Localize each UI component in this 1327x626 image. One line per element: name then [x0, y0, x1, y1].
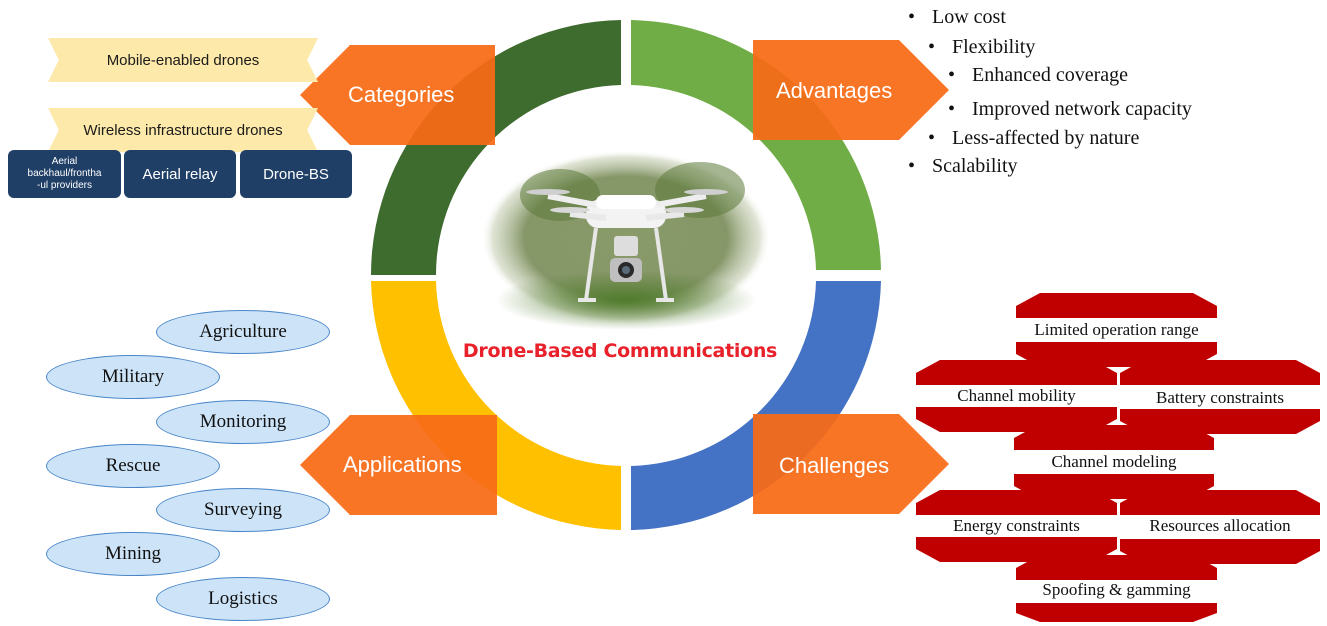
category-box-drone-bs: Drone-BS [240, 150, 352, 198]
challenge-channel-mobility: Channel mobility [957, 386, 1076, 405]
application-monitoring: Monitoring [156, 400, 330, 444]
applications-arrow [300, 415, 497, 515]
application-surveying: Surveying [156, 488, 330, 532]
category-box-aerial-relay: Aerial relay [124, 150, 236, 198]
challenges-arrow [753, 414, 949, 514]
categories-arrow-label: Categories [348, 82, 455, 107]
challenges-arrow-label: Challenges [779, 453, 890, 478]
challenge-hex-limited-range [1016, 293, 1217, 318]
advantage-label: Improved network capacity [972, 98, 1192, 120]
challenge-hex-battery [1120, 360, 1320, 385]
category-box-backhaul: Aerial backhaul/frontha -ul providers [8, 150, 121, 198]
challenge-battery: Battery constraints [1156, 388, 1284, 407]
application-agriculture: Agriculture [156, 310, 330, 354]
center-title: Drone-Based Communications [462, 340, 778, 362]
advantage-label: Flexibility [952, 36, 1036, 58]
challenge-hex-resources [1120, 490, 1320, 515]
advantage-label: Enhanced coverage [972, 64, 1129, 86]
category-band-mobile: Mobile-enabled drones [48, 38, 318, 82]
application-mining: Mining [46, 532, 220, 576]
applications-arrow-label: Applications [343, 452, 462, 477]
category-box-line: Aerial relay [142, 165, 218, 183]
challenge-hex-channel-modeling [1014, 425, 1214, 450]
advantage-item: • Improved network capacity [948, 98, 1192, 121]
challenge-resources: Resources allocation [1149, 516, 1291, 535]
challenge-hex-energy [916, 490, 1117, 515]
application-rescue: Rescue [46, 444, 220, 488]
challenge-spoofing: Spoofing & gamming [1042, 580, 1191, 599]
ring-segments [371, 20, 881, 530]
advantages-arrow [753, 40, 949, 140]
applications-segment [371, 281, 621, 530]
challenge-hex-spoofing-bottom [1016, 603, 1217, 622]
challenge-hex-channel-mobility [916, 360, 1117, 385]
bullet-icon: • [908, 6, 916, 28]
advantage-item: • Less-affected by nature [928, 127, 1139, 150]
challenges-segment [631, 281, 881, 530]
category-box-line: Drone-BS [263, 165, 329, 183]
categories-arrow [300, 45, 495, 145]
bullet-icon: • [928, 127, 936, 149]
categories-segment [371, 20, 621, 275]
advantage-label: Low cost [932, 6, 1006, 28]
advantages-arrow-label: Advantages [776, 78, 893, 103]
bullet-icon: • [908, 155, 916, 177]
bullet-icon: • [948, 98, 956, 120]
bullet-icon: • [948, 64, 956, 86]
application-military: Military [46, 355, 220, 399]
application-logistics: Logistics [156, 577, 330, 621]
advantage-label: Scalability [932, 155, 1018, 177]
bullet-icon: • [928, 36, 936, 58]
challenge-energy: Energy constraints [953, 516, 1080, 535]
challenge-hex-spoofing [1016, 555, 1217, 580]
category-box-line: Aerial [51, 156, 78, 167]
advantage-item: • Low cost [908, 6, 1006, 29]
category-box-line: backhaul/frontha [27, 168, 102, 179]
advantage-label: Less-affected by nature [952, 127, 1140, 149]
advantage-item: • Flexibility [928, 36, 1035, 59]
challenge-channel-modeling: Channel modeling [1051, 452, 1177, 471]
drone-photo [481, 150, 771, 330]
advantage-item: • Enhanced coverage [948, 64, 1128, 87]
category-band-infrastructure: Wireless infrastructure drones [48, 108, 318, 152]
advantage-item: • Scalability [908, 155, 1018, 178]
category-box-line: -ul providers [36, 180, 93, 191]
challenge-limited-range: Limited operation range [1034, 320, 1199, 339]
advantages-segment [631, 20, 881, 270]
